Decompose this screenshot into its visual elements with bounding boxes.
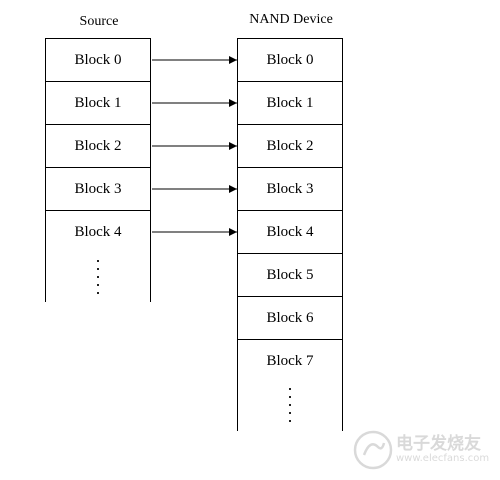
nand-block-7: Block 7: [238, 339, 342, 382]
nand-block-5: Block 5: [238, 253, 342, 296]
source-block-0: Block 0: [46, 38, 150, 81]
nand-block-3: Block 3: [238, 167, 342, 210]
elecfans-logo-icon: [353, 430, 393, 470]
source-block-3: Block 3: [46, 167, 150, 210]
nand-block-6: Block 6: [238, 296, 342, 339]
watermark-brand-name: 电子发烧友: [396, 434, 481, 454]
source-column: Block 0 Block 1 Block 2 Block 3 Block 4: [45, 38, 151, 302]
source-block-4: Block 4: [46, 210, 150, 253]
source-ellipsis-dots: [97, 257, 99, 297]
nand-block-2: Block 2: [238, 124, 342, 167]
nand-device-column: Block 0 Block 1 Block 2 Block 3 Block 4 …: [237, 38, 343, 431]
watermark-url: www.elecfans.com: [396, 453, 490, 464]
nand-continuation: [238, 382, 342, 430]
source-column-title: Source: [79, 14, 119, 29]
source-block-1: Block 1: [46, 81, 150, 124]
elecfans-watermark: 电子发烧友 www.elecfans.com: [352, 425, 497, 475]
nand-block-1: Block 1: [238, 81, 342, 124]
source-continuation: [46, 253, 150, 301]
nand-block-4: Block 4: [238, 210, 342, 253]
nand-device-column-title: NAND Device: [249, 12, 333, 27]
source-block-2: Block 2: [46, 124, 150, 167]
nand-ellipsis-dots: [289, 385, 291, 425]
nand-block-0: Block 0: [238, 38, 342, 81]
